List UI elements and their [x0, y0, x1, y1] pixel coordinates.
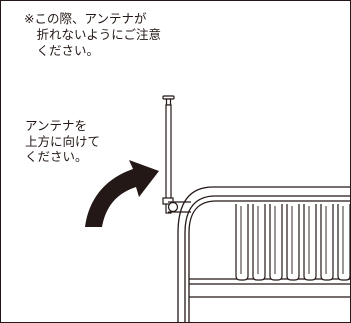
instruction-text: アンテナを 上方に向けて ください。 — [25, 118, 101, 164]
antenna — [162, 95, 191, 214]
caution-note: ※この際、アンテナが 折れないようにご注意 ください。 — [24, 11, 162, 58]
heat-fins — [235, 204, 350, 281]
curved-arrow-up-right-icon — [85, 160, 159, 227]
